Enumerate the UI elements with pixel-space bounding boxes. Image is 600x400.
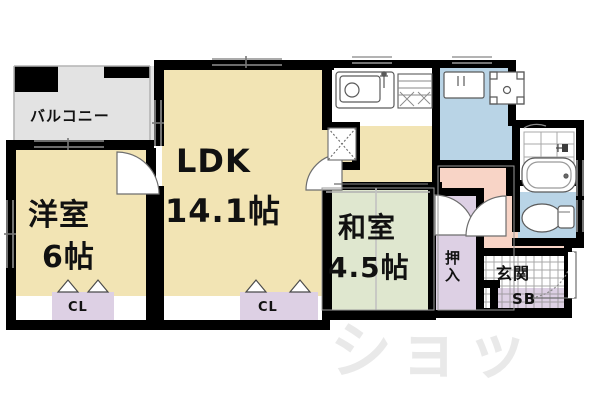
entrance-label: 玄関 <box>496 264 531 283</box>
ldk-label: LDK <box>176 142 251 180</box>
toilet-fixture <box>521 203 575 233</box>
stove-fixture <box>397 73 433 109</box>
japanese-room-label: 和室 <box>338 211 397 244</box>
door-western-room <box>116 151 160 195</box>
balcony-label: バルコニー <box>30 107 110 125</box>
western-room-label: 洋室 <box>28 198 90 233</box>
washbasin-fixture <box>443 71 485 99</box>
japanese-room-area: 4.5帖 <box>328 251 410 284</box>
thin-outlines <box>321 165 515 311</box>
sink-fixture <box>335 71 395 109</box>
ldk-floor <box>162 66 330 296</box>
oshiire-label: 押入 <box>443 250 461 284</box>
washing-machine-space <box>489 71 525 105</box>
door-hall-right <box>465 195 507 237</box>
shoebox-label: SB <box>512 290 537 308</box>
windows <box>4 56 584 310</box>
western-room-area: 6帖 <box>42 240 95 275</box>
utility-crossed-square <box>327 127 357 161</box>
closet-western-label: CL <box>68 300 88 315</box>
closet-ldk-label: CL <box>258 300 278 315</box>
doors <box>116 151 577 299</box>
ldk-area: 14.1帖 <box>165 192 281 230</box>
bathtub-fixture <box>521 123 577 193</box>
japanese-room-floor <box>322 188 434 310</box>
watermark: ショップ <box>330 314 535 387</box>
closet-door-marks <box>56 279 312 293</box>
